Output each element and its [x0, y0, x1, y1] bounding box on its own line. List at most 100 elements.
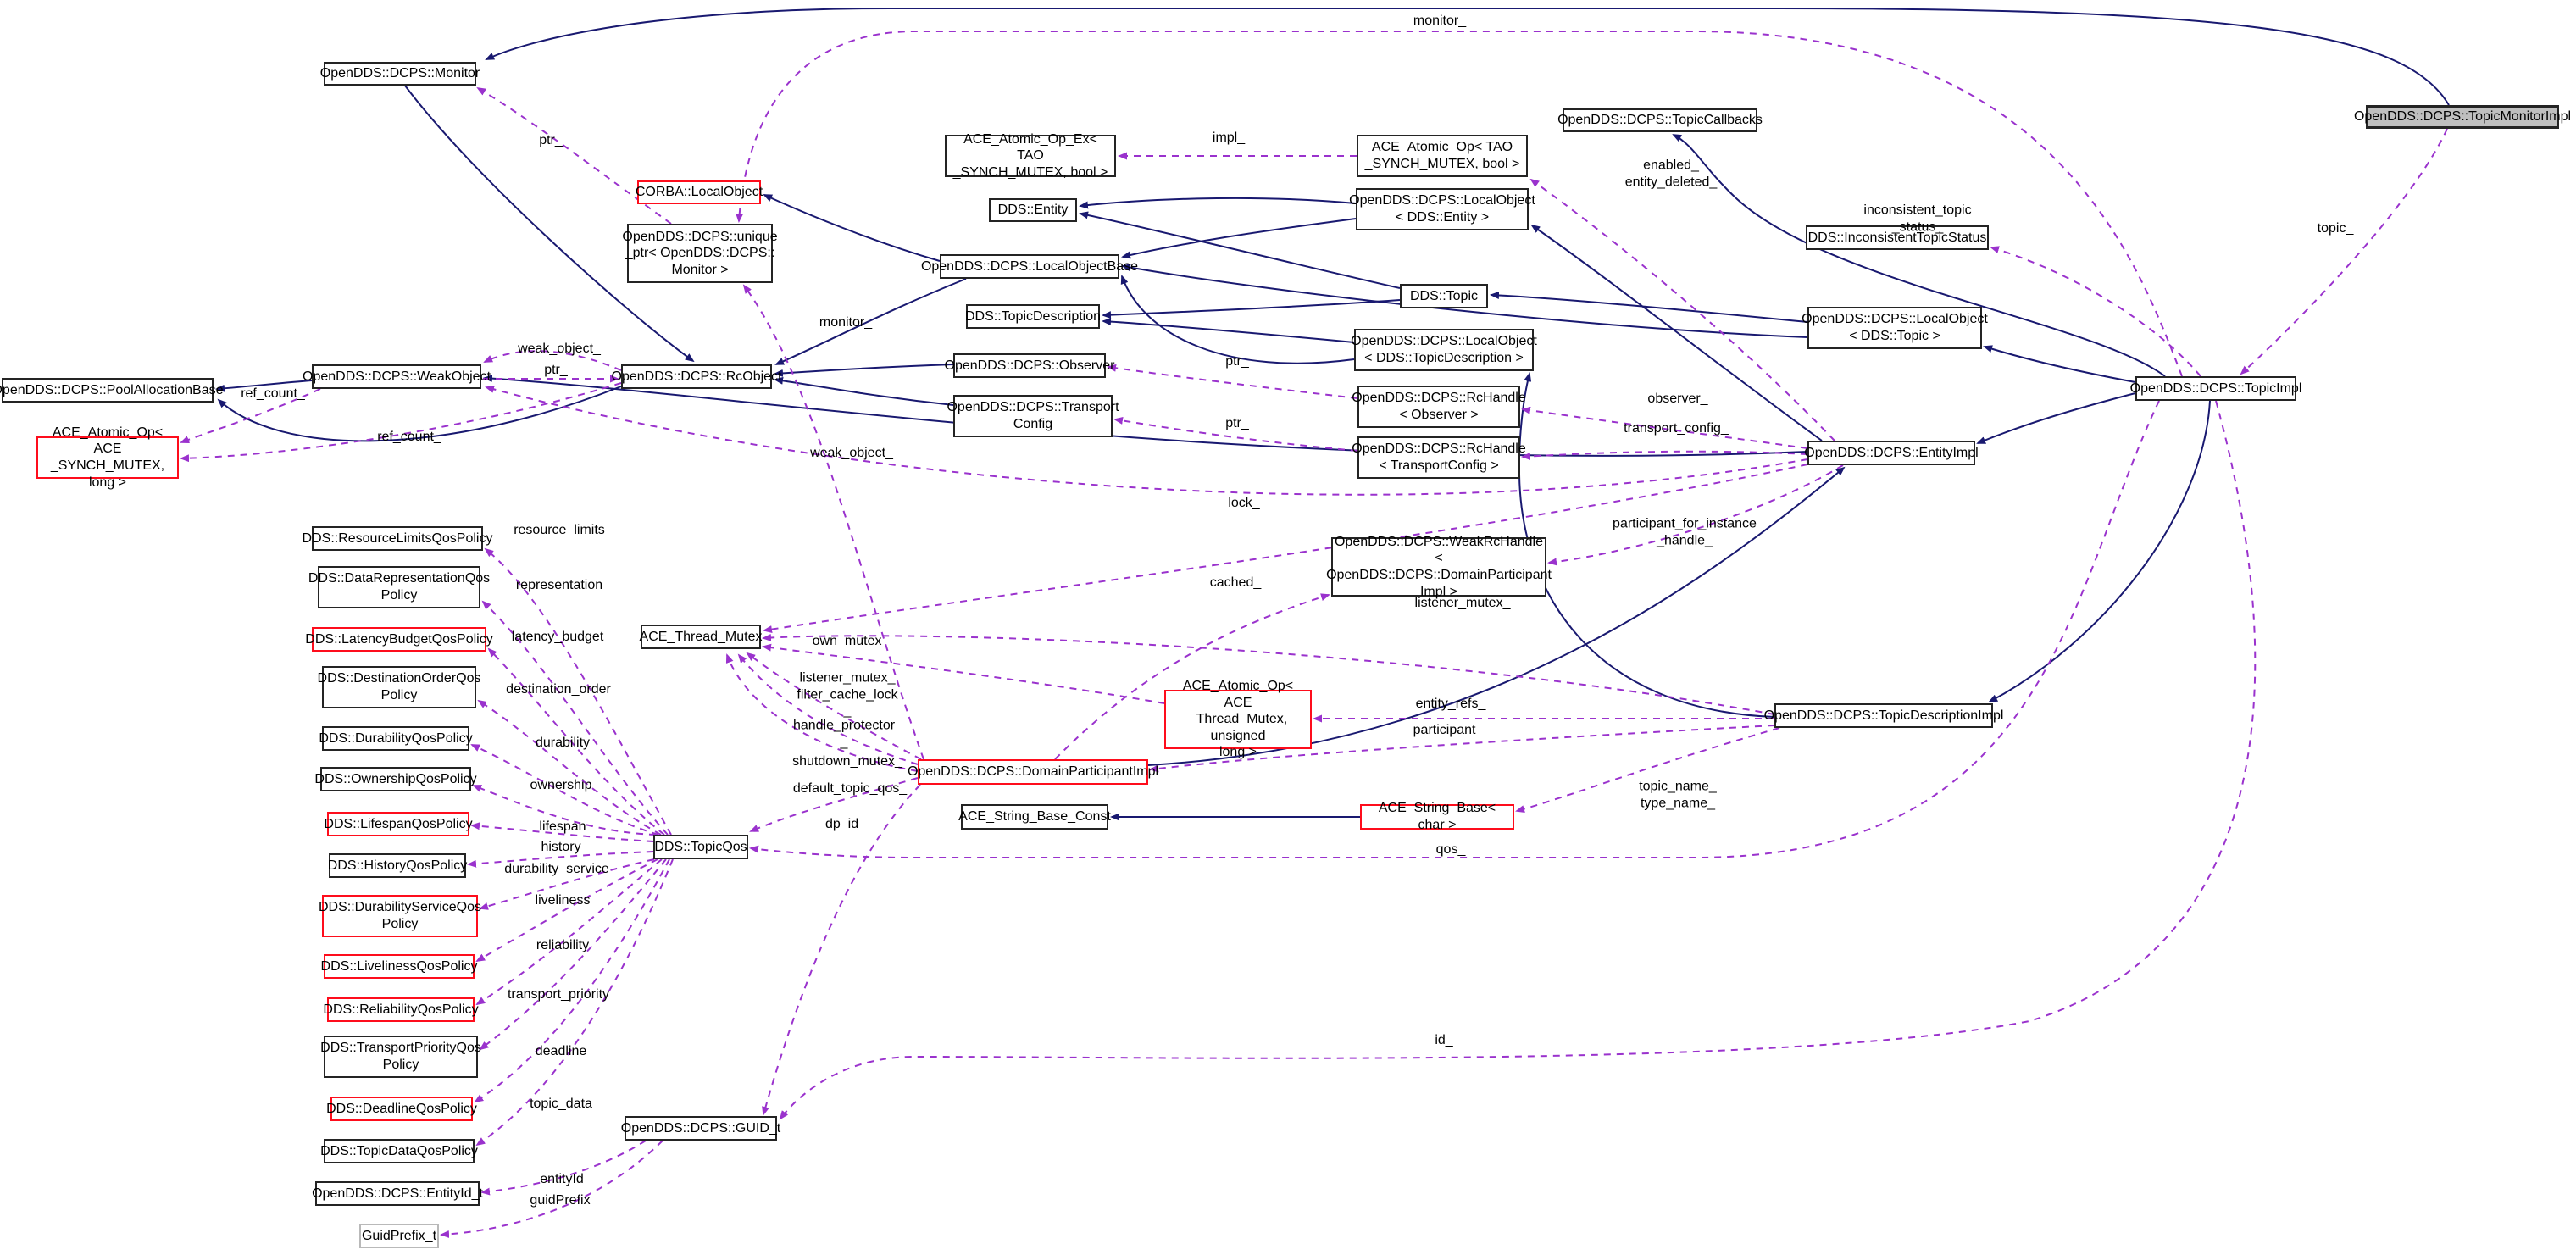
- node-rc-handle-transport-config[interactable]: OpenDDS::DCPS::RcHandle < TransportConfi…: [1352, 436, 1526, 479]
- edge-topic-qos--transport-priority-qos: [479, 858, 667, 1051]
- node-unique-ptr-monitor[interactable]: OpenDDS::DCPS::unique _ptr< OpenDDS::DCP…: [622, 224, 778, 283]
- node-latency-budget-qos[interactable]: DDS::LatencyBudgetQosPolicy: [305, 627, 493, 652]
- node-string-base-char[interactable]: ACE_String_Base< char >: [1360, 801, 1514, 832]
- node-ownership-qos[interactable]: DDS::OwnershipQosPolicy: [314, 767, 477, 791]
- node-weak-rc-handle-dpi[interactable]: OpenDDS::DCPS::WeakRcHandle < OpenDDS::D…: [1326, 535, 1552, 599]
- node-guid-prefix-t[interactable]: GuidPrefix_t: [359, 1224, 439, 1248]
- node-label: ACE_Atomic_Op_Ex< TAO _SYNCH_MUTEX, bool…: [952, 131, 1108, 180]
- node-resource-limits-qos[interactable]: DDS::ResourceLimitsQosPolicy: [303, 526, 492, 551]
- edge-rc-handle-observer--observer: [1107, 364, 1358, 399]
- edge-entity-impl--rc-handle-transport-config: [1521, 450, 1808, 460]
- node-label: OpenDDS::DCPS::GUID_t: [620, 1120, 781, 1136]
- edge-topic-description-impl--domain-participant-impl: [1149, 725, 1775, 773]
- node-label: DDS::TransportPriorityQos Policy: [320, 1041, 481, 1072]
- edge-topic-description-impl--ace-thread-mutex: [762, 633, 1775, 715]
- node-transport-config[interactable]: OpenDDS::DCPS::Transport Config: [947, 395, 1119, 437]
- node-destination-order-qos[interactable]: DDS::DestinationOrderQos Policy: [318, 666, 480, 708]
- edge-topic-description-impl--local-object-topic-description: [1518, 372, 1775, 718]
- edge-entity-impl--weak-object: [485, 385, 1808, 496]
- node-label: OpenDDS::DCPS::EntityImpl: [1804, 445, 1979, 460]
- node-transport-priority-qos[interactable]: DDS::TransportPriorityQos Policy: [320, 1036, 481, 1078]
- node-liveliness-qos[interactable]: DDS::LivelinessQosPolicy: [321, 954, 477, 979]
- edge-topic-monitor-impl--topic-impl: [2240, 128, 2448, 375]
- node-lifespan-qos[interactable]: DDS::LifespanQosPolicy: [324, 812, 473, 836]
- node-corba-local-object[interactable]: CORBA::LocalObject: [635, 180, 763, 204]
- edge-topic-impl--guid-t: [779, 400, 2257, 1120]
- edge-topic-qos--liveliness-qos: [475, 858, 658, 963]
- node-topic-impl[interactable]: OpenDDS::DCPS::TopicImpl: [2130, 376, 2301, 401]
- edge-topic-qos--durability-qos: [470, 744, 659, 836]
- node-pool-allocation-base[interactable]: OpenDDS::DCPS::PoolAllocationBase: [0, 378, 224, 403]
- node-label: ACE_Thread_Mutex: [639, 629, 763, 644]
- node-dds-topic-description[interactable]: DDS::TopicDescription: [965, 304, 1101, 329]
- edge-dds-topic--dds-entity: [1079, 211, 1401, 289]
- edge-entity-impl--ace-thread-mutex: [763, 464, 1808, 634]
- edge-weak-object--atomic-op-ace-long: [180, 388, 321, 443]
- node-local-object-entity[interactable]: OpenDDS::DCPS::LocalObject < DDS::Entity…: [1349, 188, 1535, 230]
- node-observer[interactable]: OpenDDS::DCPS::Observer: [945, 353, 1114, 378]
- node-durability-service-qos[interactable]: DDS::DurabilityServiceQos Policy: [319, 895, 481, 937]
- edge-domain-participant-impl--guid-t: [762, 784, 921, 1116]
- edge-local-object-topic-description--dds-topic-description: [1102, 318, 1355, 343]
- node-atomic-op-thread-unsigned[interactable]: ACE_Atomic_Op< ACE _Thread_Mutex, unsign…: [1164, 679, 1312, 759]
- node-topic-monitor-impl[interactable]: OpenDDS::DCPS::TopicMonitorImpl: [2354, 105, 2571, 129]
- node-topic-description-impl[interactable]: OpenDDS::DCPS::TopicDescriptionImpl: [1764, 703, 2003, 728]
- node-label: OpenDDS::DCPS::DomainParticipantImpl: [907, 764, 1159, 780]
- node-durability-qos[interactable]: DDS::DurabilityQosPolicy: [319, 726, 473, 751]
- edge-local-object-topic-description--local-object-base: [1120, 275, 1355, 364]
- node-rc-object[interactable]: OpenDDS::DCPS::RcObject: [612, 364, 781, 389]
- node-label: ACE_String_Base< char >: [1378, 801, 1496, 832]
- node-guid-t[interactable]: OpenDDS::DCPS::GUID_t: [621, 1116, 780, 1141]
- edge-local-object-base--corba-local-object: [763, 194, 941, 262]
- edge-local-object-entity--dds-entity: [1079, 197, 1357, 209]
- node-local-object-base[interactable]: OpenDDS::DCPS::LocalObjectBase: [921, 254, 1138, 279]
- node-label: DDS::DataRepresentationQos Policy: [308, 571, 491, 603]
- node-label: OpenDDS::DCPS::WeakRcHandle < OpenDDS::D…: [1326, 534, 1552, 599]
- node-label: OpenDDS::DCPS::PoolAllocationBase: [0, 382, 224, 397]
- node-string-base-const[interactable]: ACE_String_Base_Const: [958, 804, 1111, 830]
- node-atomic-op-ex-tao[interactable]: ACE_Atomic_Op_Ex< TAO _SYNCH_MUTEX, bool…: [945, 132, 1116, 180]
- node-label: DDS::ResourceLimitsQosPolicy: [302, 530, 493, 546]
- node-domain-participant-impl[interactable]: OpenDDS::DCPS::DomainParticipantImpl: [908, 759, 1158, 785]
- node-entity-impl[interactable]: OpenDDS::DCPS::EntityImpl: [1804, 441, 1979, 465]
- node-label: OpenDDS::DCPS::LocalObjectBase: [920, 258, 1139, 274]
- node-ace-thread-mutex[interactable]: ACE_Thread_Mutex: [639, 625, 763, 649]
- node-data-representation-qos[interactable]: DDS::DataRepresentationQos Policy: [308, 566, 490, 608]
- edge-entity-impl--atomic-op-tao: [1530, 178, 1835, 441]
- node-label: DDS::HistoryQosPolicy: [327, 858, 468, 873]
- edge-monitor--rc-object: [404, 85, 695, 363]
- node-label: DDS::Topic: [1409, 288, 1479, 303]
- node-label: ACE_Atomic_Op< ACE _Thread_Mutex, unsign…: [1182, 679, 1294, 760]
- node-entity-id-t[interactable]: OpenDDS::DCPS::EntityId_t: [312, 1181, 483, 1206]
- node-label: ACE_Atomic_Op< TAO _SYNCH_MUTEX, bool >: [1364, 140, 1520, 171]
- node-reliability-qos[interactable]: DDS::ReliabilityQosPolicy: [323, 997, 479, 1022]
- node-local-object-topic-description[interactable]: OpenDDS::DCPS::LocalObject < DDS::TopicD…: [1351, 329, 1537, 371]
- edge-local-object-topic--dds-topic: [1490, 291, 1808, 323]
- node-weak-object[interactable]: OpenDDS::DCPS::WeakObject: [303, 364, 491, 389]
- node-label: OpenDDS::DCPS::TopicDescriptionImpl: [1763, 708, 2004, 723]
- node-monitor[interactable]: OpenDDS::DCPS::Monitor: [320, 62, 480, 86]
- edge-topic-impl--topic-qos: [749, 400, 2160, 858]
- edge-topic-qos--data-representation-qos: [481, 600, 669, 836]
- node-local-object-topic[interactable]: OpenDDS::DCPS::LocalObject < DDS::Topic …: [1802, 307, 1988, 349]
- edge-domain-participant-impl--ace-thread-mutex: [746, 652, 922, 760]
- edge-topic-impl--topic-callbacks: [1672, 134, 2166, 377]
- node-deadline-qos[interactable]: DDS::DeadlineQosPolicy: [326, 1097, 477, 1121]
- node-label: CORBA::LocalObject: [635, 185, 763, 200]
- node-dds-entity[interactable]: DDS::Entity: [989, 198, 1077, 222]
- node-history-qos[interactable]: DDS::HistoryQosPolicy: [327, 853, 468, 878]
- node-atomic-op-tao[interactable]: ACE_Atomic_Op< TAO _SYNCH_MUTEX, bool >: [1357, 135, 1528, 177]
- edge-observer--rc-object: [774, 364, 954, 377]
- node-atomic-op-ace-long[interactable]: ACE_Atomic_Op< ACE _SYNCH_MUTEX, long >: [36, 425, 179, 490]
- edge-topic-qos--destination-order-qos: [477, 699, 662, 836]
- node-label: DDS::TopicDataQosPolicy: [320, 1143, 478, 1158]
- edge-topic-monitor-impl--monitor: [485, 8, 2450, 106]
- node-topic-callbacks[interactable]: OpenDDS::DCPS::TopicCallbacks: [1557, 108, 1763, 132]
- node-label: OpenDDS::DCPS::Monitor: [319, 66, 480, 81]
- node-topic-qos[interactable]: DDS::TopicQos: [653, 835, 748, 859]
- node-rc-handle-observer[interactable]: OpenDDS::DCPS::RcHandle < Observer >: [1352, 386, 1526, 428]
- node-inconsistent-topic-status[interactable]: DDS::InconsistentTopicStatus: [1806, 225, 1989, 250]
- node-topic-data-qos[interactable]: DDS::TopicDataQosPolicy: [320, 1139, 478, 1163]
- node-dds-topic[interactable]: DDS::Topic: [1400, 284, 1488, 308]
- node-label: DDS::InconsistentTopicStatus: [1807, 230, 1987, 245]
